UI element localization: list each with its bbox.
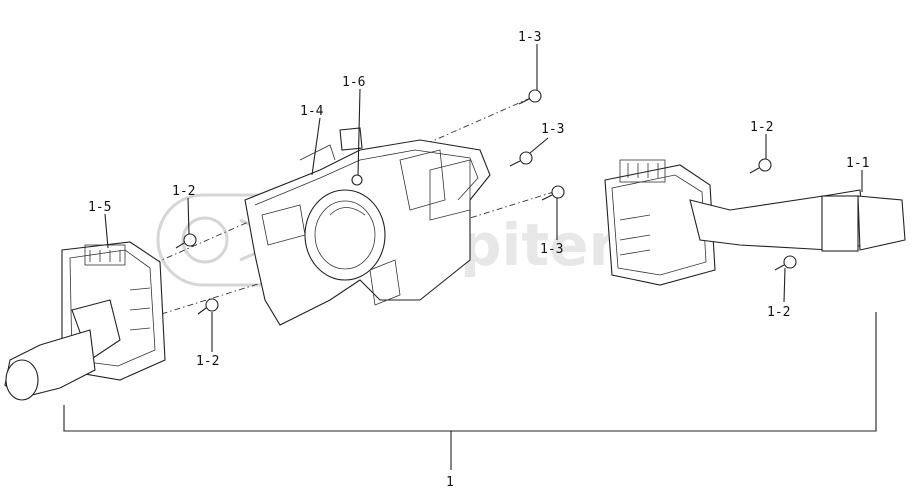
left-switch-pins: [89, 250, 121, 262]
right-switch-lever-tip: [857, 195, 906, 251]
assembly-bracket: [63, 312, 877, 470]
housing-left-flange: [261, 204, 306, 246]
housing-side-panel: [399, 149, 446, 211]
right-combination-switch: [604, 159, 906, 286]
housing-cable: [299, 144, 336, 161]
callout-1-2-left-bottom: 1-2: [196, 354, 219, 369]
right-switch-body: [604, 164, 716, 286]
callout-1-2-right-top: 1-2: [750, 120, 773, 135]
right-switch-face: [611, 174, 707, 276]
callout-1-5: 1-5: [88, 200, 111, 215]
screw-1-2-left-top-icon: [175, 233, 197, 249]
housing-bracket: [429, 159, 471, 221]
housing-top-edge: [254, 149, 479, 206]
housing-ring-inner: [314, 200, 376, 270]
callout-1-2-left-top: 1-2: [172, 184, 195, 199]
callout-1-3-mid: 1-3: [541, 122, 564, 137]
left-switch-ribs: [129, 287, 151, 331]
right-switch-pins: [627, 163, 659, 178]
leader-1-2-right-bottom: [783, 267, 786, 303]
callout-1-2-right-bottom: 1-2: [767, 305, 790, 320]
right-switch-ribs: [619, 214, 651, 256]
right-switch-lever-band: [821, 195, 859, 252]
bracket-line: [63, 312, 877, 432]
callout-1-4: 1-4: [300, 104, 324, 119]
housing-ring-outer: [304, 189, 386, 281]
callout-1-3-top: 1-3: [518, 30, 541, 45]
screw-1-3-low-icon: [541, 185, 565, 201]
screw-1-3-top-icon: [518, 89, 542, 105]
leader-1-2-left-top: [187, 197, 190, 235]
leader-lines: [104, 44, 863, 352]
screws: [175, 89, 797, 315]
housing-lower-tab: [369, 259, 401, 306]
leader-1-4: [311, 117, 321, 176]
screw-1-2-right-bottom-icon: [774, 255, 797, 271]
center-housing: [244, 127, 491, 326]
callout-1-6: 1-6: [342, 75, 365, 90]
leader-1-3-mid: [529, 137, 549, 154]
screw-1-3-mid-icon: [509, 151, 533, 167]
left-switch-lever-knob: [5, 359, 39, 401]
left-combination-switch: [4, 241, 166, 401]
screw-1-6-icon: [351, 174, 363, 186]
leader-1-5: [104, 213, 109, 249]
callout-1: 1: [446, 475, 454, 490]
callout-1-3-low: 1-3: [540, 242, 563, 257]
leader-1-6: [357, 88, 361, 176]
screw-1-2-left-bottom-icon: [197, 298, 219, 315]
housing-ring-detail: [329, 207, 366, 216]
housing-tab: [339, 127, 363, 151]
left-switch-connector: [84, 244, 126, 266]
screw-1-2-right-top-icon: [749, 158, 772, 174]
callout-labels: 1-3 1-3 1-3 1-6 1-4 1-5 1-2 1-2 1-2 1-2 …: [88, 30, 869, 490]
callout-1-1: 1-1: [846, 156, 869, 171]
watermark-logo-icon: [181, 216, 229, 264]
assembly-line-lower: [109, 189, 561, 331]
right-switch-connector: [619, 159, 666, 183]
